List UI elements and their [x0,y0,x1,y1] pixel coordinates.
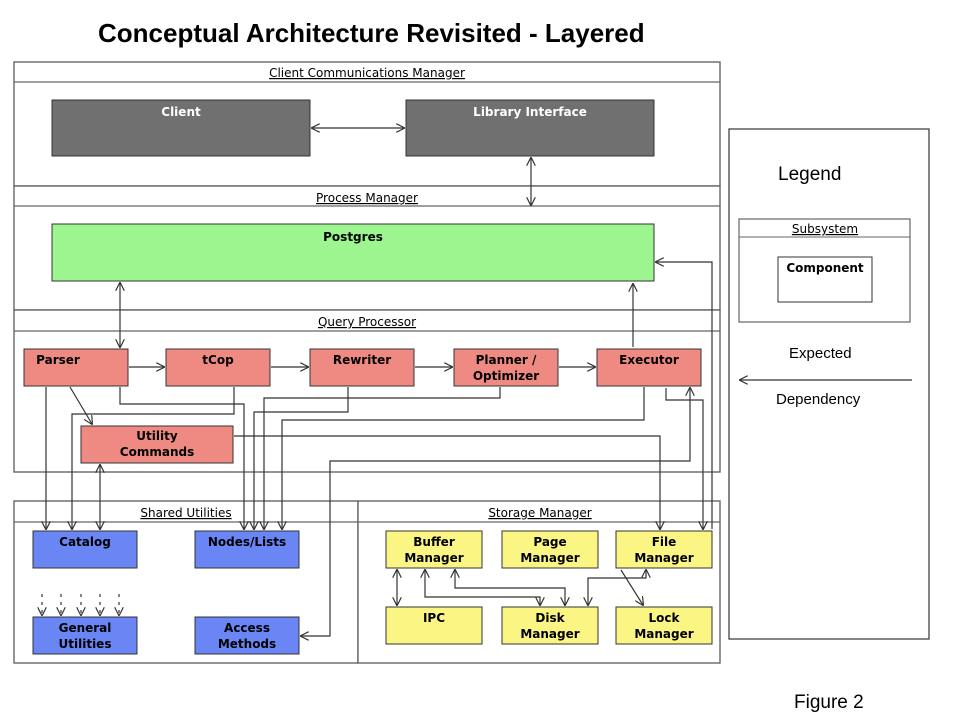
subsystem-title: Shared Utilities [140,506,231,520]
figure-label: Figure 2 [794,692,864,713]
component-box [32,530,138,569]
component-label-line-2: Manager [520,627,579,641]
component-box [405,99,655,157]
component-utility-commands: Utility Commands [80,425,234,464]
component-label: Catalog [59,535,111,549]
component-library-interface: Library Interface [405,99,655,157]
component-page-manager: Page Manager [501,530,599,569]
connector-tcop-catalog [72,387,235,529]
component-label-line-2: Manager [404,551,463,565]
connector-access-executor [301,388,690,636]
component-label-line-1: Utility [136,429,178,443]
component-label-line-2: Manager [634,627,693,641]
component-label: Executor [619,353,679,367]
component-tcop: tCop [165,348,271,387]
component-box [23,348,129,387]
connector-file-disk [588,570,646,605]
component-label-line-1: General [59,621,112,635]
component-box [596,348,702,387]
component-executor: Executor [596,348,702,387]
component-label: Rewriter [333,353,391,367]
component-box [309,348,415,387]
component-box [51,223,655,282]
component-parser: Parser [23,348,129,387]
legend-component-label: Component [786,261,864,275]
component-label: Postgres [323,230,383,244]
diagram-title: Conceptual Architecture Revisited - Laye… [98,18,645,48]
component-planner-optimizer: Planner / Optimizer [453,348,559,387]
component-file-manager: File Manager [615,530,713,569]
connector-executor-file [665,388,703,529]
subsystem-title: Client Communications Manager [269,66,465,80]
component-catalog: Catalog [32,530,138,569]
connector-page-disk [455,570,565,605]
component-label: Parser [36,353,80,367]
component-box [51,99,311,157]
component-label-line-2: Optimizer [473,369,539,383]
component-label-line-2: Manager [634,551,693,565]
component-label-line-1: Buffer [413,535,455,549]
component-access-methods: Access Methods [194,616,300,655]
component-label-line-2: Methods [218,637,276,651]
component-nodes-lists: Nodes/Lists [194,530,300,569]
component-disk-manager: Disk Manager [501,606,599,645]
component-label: Client [161,105,201,119]
component-label-line-1: Lock [649,611,681,625]
connector-parser-nodes [119,387,244,529]
legend-dependency-label: Dependency [776,391,861,408]
component-box [194,530,300,569]
component-label: tCop [202,353,234,367]
legend-expected-label: Expected [789,345,852,362]
component-label: Library Interface [473,105,587,119]
dependency-connectors [42,128,713,636]
connector-storage-postgres [656,262,713,529]
component-client: Client [51,99,311,157]
component-box [165,348,271,387]
legend-panel: Legend Subsystem Component Expected Depe… [728,128,930,640]
component-box [194,616,300,655]
component-label-line-2: Commands [120,445,194,459]
component-general-utilities: General Utilities [32,616,138,655]
component-label-line-2: Manager [520,551,579,565]
subsystem-title: Storage Manager [488,506,591,520]
component-label-line-1: File [652,535,677,549]
component-label-line-2: Utilities [59,637,112,651]
legend-component-box [777,256,873,303]
component-buffer-manager: Buffer Manager [385,530,483,569]
legend-frame [728,128,930,640]
component-ipc: IPC [385,606,483,645]
component-postgres: Postgres [51,223,655,282]
subsystem-title: Process Manager [316,191,418,205]
component-box [453,348,559,387]
connector-file-lock [620,569,643,605]
legend-subsystem-label: Subsystem [792,222,858,236]
component-label-line-1: Disk [535,611,565,625]
component-rewriter: Rewriter [309,348,415,387]
component-label-line-1: Page [533,535,566,549]
component-box [32,616,138,655]
component-label: Nodes/Lists [208,535,286,549]
subsystem-title: Query Processor [318,315,416,329]
component-label-line-1: Access [224,621,270,635]
legend-heading: Legend [778,164,841,185]
component-label-line-1: Planner / [476,353,537,367]
component-box [80,425,234,464]
connector-parser-utility [69,386,92,424]
component-label: IPC [423,611,445,625]
component-lock-manager: Lock Manager [615,606,713,645]
